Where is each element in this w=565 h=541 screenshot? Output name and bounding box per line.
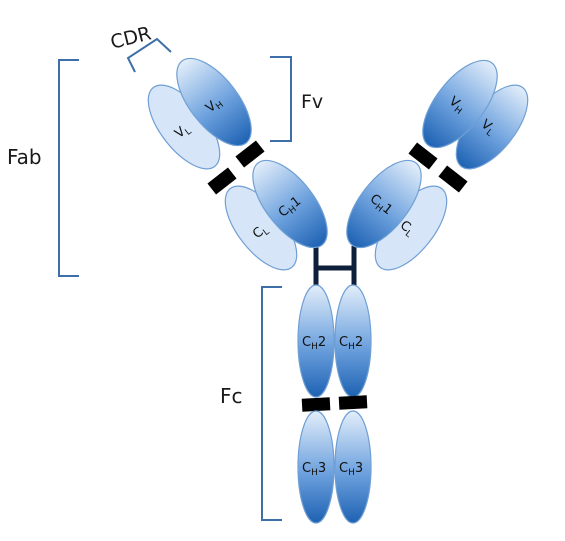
right-ch3-domain: CH3 (334, 410, 372, 524)
left-vh-ch1-linker (235, 140, 265, 168)
left-ch2-domain: CH2 (297, 284, 335, 398)
fv-bracket (270, 56, 292, 142)
svg-text:CH3: CH3 (339, 461, 363, 478)
svg-text:CH2: CH2 (339, 335, 363, 352)
right-ch2-ch3-linker (338, 395, 368, 410)
right-cl-domain: CL (374, 185, 448, 271)
fc-label: Fc (220, 384, 243, 408)
right-vh-ch1-linker (408, 142, 438, 170)
cdr-label: CDR (108, 22, 153, 53)
left-ch2-ch3-linker (301, 397, 331, 412)
right-vl-cl-linker (438, 165, 468, 193)
fab-bracket (58, 59, 79, 277)
hinge-region (313, 246, 357, 288)
fv-label: Fv (301, 91, 323, 113)
left-ch1-domain: CH1 (252, 159, 328, 249)
left-vl-cl-linker (207, 167, 237, 195)
right-ch2-domain: CH2 (334, 284, 372, 398)
left-vh-domain: VH (176, 57, 252, 147)
svg-text:CH2: CH2 (302, 335, 326, 352)
svg-text:CH3: CH3 (302, 461, 326, 478)
right-ch1-domain: CH1 (346, 159, 422, 249)
right-vh-domain: VH (422, 59, 498, 149)
fab-label: Fab (7, 145, 42, 169)
cdr-bracket (126, 37, 172, 73)
left-ch3-domain: CH3 (297, 410, 335, 524)
fc-bracket (261, 286, 282, 521)
